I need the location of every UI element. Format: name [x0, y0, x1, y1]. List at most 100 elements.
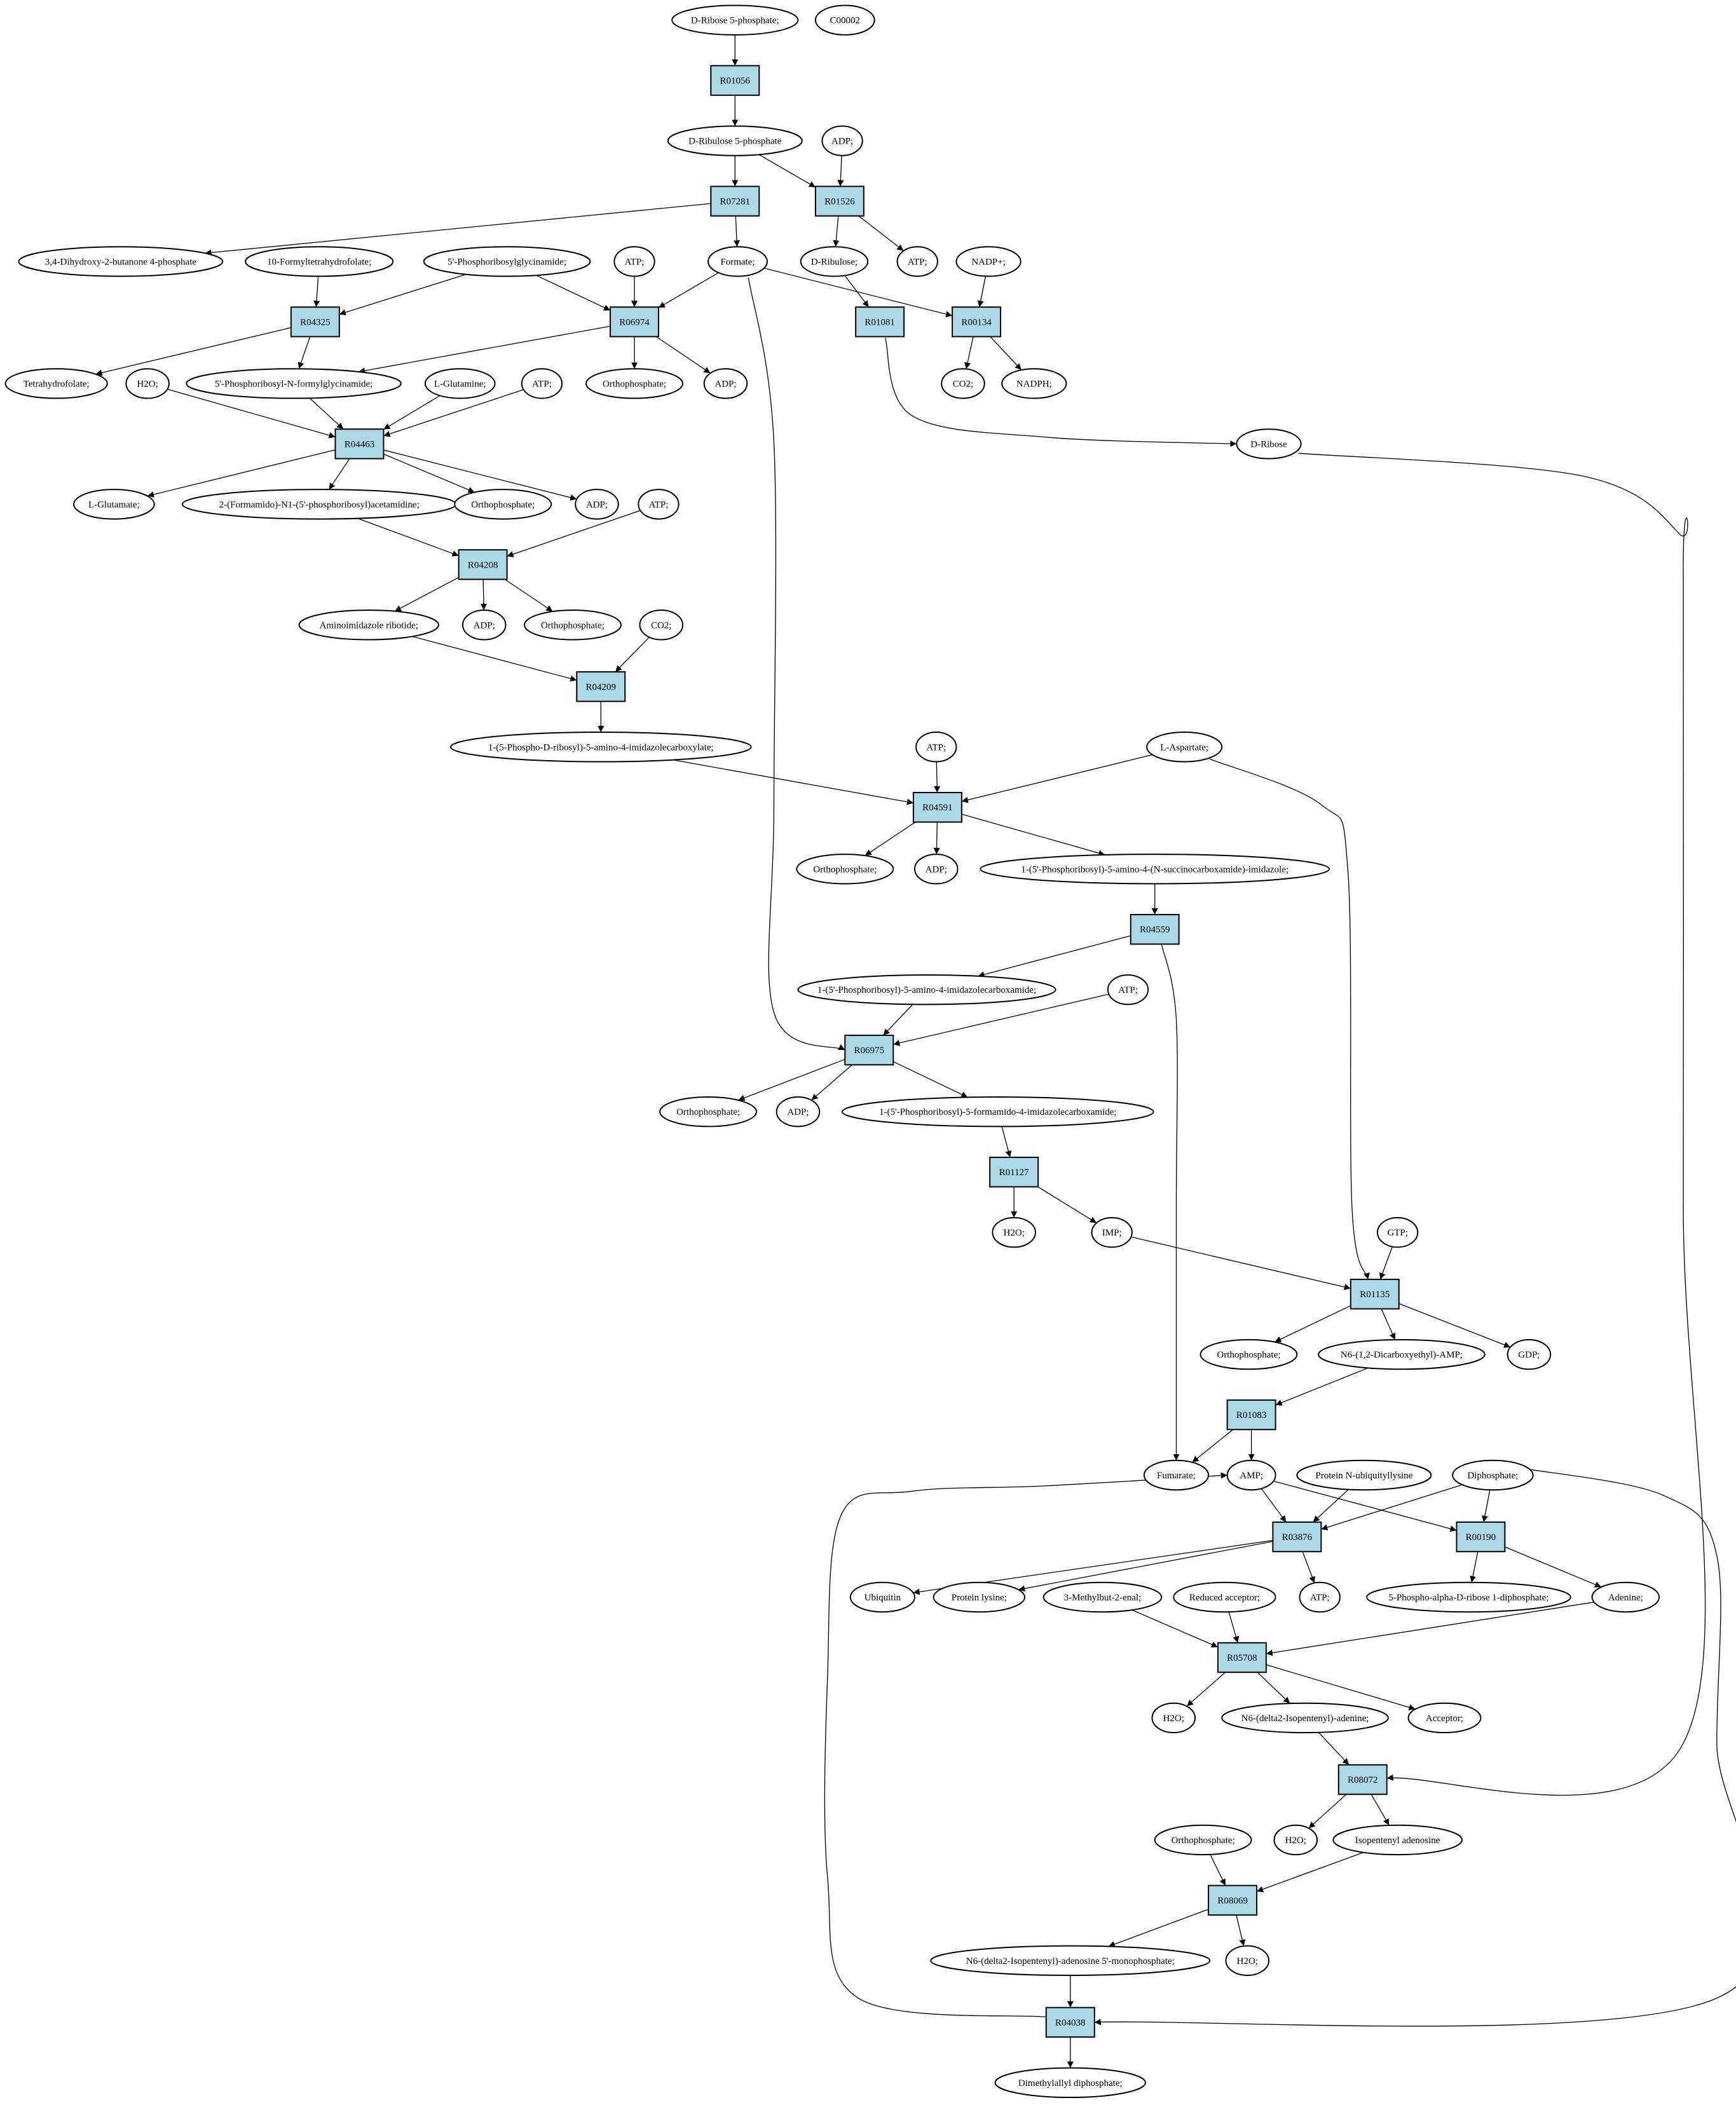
compound-node-atp1[interactable]: ATP;	[613, 246, 655, 277]
compound-node-atp2[interactable]: ATP;	[896, 246, 938, 277]
edge-R08072-to-isoade	[1370, 1794, 1390, 1826]
compound-node-lglu[interactable]: L-Glutamate;	[73, 489, 155, 520]
reaction-node-r01081[interactable]: R01081	[855, 306, 905, 337]
compound-node-acceptor[interactable]: Acceptor;	[1407, 1702, 1482, 1734]
compound-node-dmapp[interactable]: Dimethylallyl diphosphate;	[994, 2067, 1146, 2099]
reaction-node-r00190[interactable]: R00190	[1456, 1521, 1506, 1553]
compound-node-n6amp[interactable]: N6-(1,2-Dicarboxyethyl)-AMP;	[1318, 1339, 1486, 1370]
compound-node-adp5[interactable]: ADP;	[914, 854, 959, 885]
compound-node-prfgly[interactable]: 5'-Phosphoribosyl-N-formylglycinamide;	[186, 368, 402, 399]
compound-node-adp2[interactable]: ADP;	[703, 368, 748, 399]
compound-node-ppi[interactable]: Diphosphate;	[1452, 1459, 1534, 1491]
compound-node-atp4[interactable]: ATP;	[638, 489, 680, 520]
compound-node-h2o4[interactable]: H2O;	[1273, 1824, 1318, 1856]
reaction-node-r01135[interactable]: R01135	[1350, 1278, 1400, 1310]
edge-imp-to-R01135	[1131, 1236, 1351, 1290]
node-label: R05708	[1227, 1653, 1257, 1663]
compound-node-atp3[interactable]: ATP;	[521, 368, 563, 399]
compound-node-dribulose[interactable]: D-Ribulose;	[800, 246, 869, 277]
edge-R04208-to-adp4	[480, 579, 487, 611]
compound-node-gtp[interactable]: GTP;	[1376, 1216, 1419, 1248]
compound-node-pnub[interactable]: Protein N-ubiquityllysine	[1296, 1459, 1432, 1491]
reaction-node-r08069[interactable]: R08069	[1208, 1884, 1258, 1916]
compound-node-dru5p[interactable]: D-Ribulose 5-phosphate	[667, 125, 803, 156]
compound-node-ubiq[interactable]: Ubiquitin	[849, 1581, 916, 1613]
compound-node-prgly[interactable]: 5'-Phosphoribosylglycinamide;	[423, 246, 591, 277]
compound-node-faicar[interactable]: 1-(5'-Phosphoribosyl)-5-formamido-4-imid…	[842, 1096, 1154, 1128]
reaction-node-r01056[interactable]: R01056	[710, 65, 760, 96]
compound-node-redacc[interactable]: Reduced acceptor;	[1173, 1581, 1276, 1613]
compound-node-pi7[interactable]: Orthophosphate;	[1154, 1824, 1252, 1856]
compound-node-cair[interactable]: 1-(5-Phospho-D-ribosyl)-5-amino-4-imidaz…	[449, 732, 752, 763]
compound-node-atp6[interactable]: ATP;	[1107, 974, 1149, 1005]
compound-node-h2o3[interactable]: H2O;	[1151, 1702, 1196, 1734]
reaction-node-r04038[interactable]: R04038	[1045, 2006, 1095, 2038]
reaction-node-r04591[interactable]: R04591	[912, 792, 962, 823]
compound-node-n6amp2[interactable]: N6-(delta2-Isopentenyl)-adenosine 5'-mon…	[930, 1945, 1211, 1977]
reaction-node-r03876[interactable]: R03876	[1272, 1521, 1322, 1553]
compound-node-atp7[interactable]: ATP;	[1299, 1581, 1341, 1613]
compound-node-gdp[interactable]: GDP;	[1507, 1339, 1552, 1370]
reaction-node-r05708[interactable]: R05708	[1217, 1642, 1267, 1673]
reaction-node-r04325[interactable]: R04325	[290, 306, 340, 337]
compound-node-saicar[interactable]: 1-(5'-Phosphoribosyl)-5-amino-4-(N-succi…	[980, 854, 1330, 885]
compound-node-dhb4p[interactable]: 3,4-Dihydroxy-2-butanone 4-phosphate	[18, 246, 224, 277]
compound-node-air[interactable]: Aminoimidazole ribotide;	[298, 610, 439, 641]
compound-node-nadp[interactable]: NADP+;	[955, 246, 1022, 277]
compound-node-isoade[interactable]: Isopentenyl adenosine	[1332, 1824, 1463, 1856]
compound-node-h2o5[interactable]: H2O;	[1225, 1945, 1270, 1977]
compound-node-plys[interactable]: Protein lysine;	[933, 1581, 1026, 1613]
compound-node-aicar[interactable]: 1-(5'-Phosphoribosyl)-5-amino-4-imidazol…	[797, 974, 1056, 1005]
compound-node-pi6[interactable]: Orthophosphate;	[1199, 1339, 1298, 1370]
compound-node-n6ade[interactable]: N6-(delta2-Isopentenyl)-adenine;	[1221, 1702, 1389, 1734]
compound-ellipse	[1225, 1945, 1270, 1977]
reaction-box	[1272, 1521, 1322, 1553]
compound-node-pi4[interactable]: Orthophosphate;	[796, 854, 894, 885]
compound-ellipse	[994, 2067, 1146, 2099]
compound-node-h2o1[interactable]: H2O;	[125, 368, 170, 399]
compound-node-adp1[interactable]: ADP;	[821, 125, 863, 156]
reaction-node-r06975[interactable]: R06975	[844, 1034, 894, 1066]
compound-node-start[interactable]: D-Ribose 5-phosphate;	[671, 4, 799, 36]
compound-node-mbut[interactable]: 3-Methylbut-2-enal;	[1042, 1581, 1163, 1613]
compound-node-adp3[interactable]: ADP;	[575, 489, 619, 520]
reaction-node-r04209[interactable]: R04209	[576, 671, 626, 702]
compound-node-dribose[interactable]: D-Ribose	[1236, 428, 1302, 460]
reaction-node-r04559[interactable]: R04559	[1130, 914, 1180, 945]
compound-node-co2b[interactable]: CO2;	[639, 610, 683, 641]
compound-node-amp[interactable]: AMP;	[1226, 1459, 1276, 1491]
compound-node-thf[interactable]: Tetrahydrofolate;	[4, 368, 108, 399]
compound-node-formate[interactable]: Formate;	[707, 246, 768, 277]
compound-node-fthf[interactable]: 10-Formyltetrahydrofolate;	[245, 246, 394, 277]
reaction-node-r01526[interactable]: R01526	[814, 186, 865, 217]
compound-node-adenine[interactable]: Adenine;	[1591, 1581, 1660, 1613]
reaction-node-r00134[interactable]: R00134	[952, 306, 1002, 337]
compound-node-pi3[interactable]: Orthophosphate;	[524, 610, 622, 641]
reaction-node-r01127[interactable]: R01127	[989, 1156, 1039, 1188]
compound-node-h2o2[interactable]: H2O;	[992, 1216, 1036, 1248]
compound-ellipse	[298, 610, 439, 641]
compound-node-adp6[interactable]: ADP;	[776, 1096, 821, 1128]
reaction-node-r04463[interactable]: R04463	[334, 428, 385, 460]
reaction-node-r06974[interactable]: R06974	[610, 306, 660, 337]
compound-node-adp4[interactable]: ADP;	[461, 610, 507, 641]
compound-node-fumarate[interactable]: Fumarate;	[1143, 1459, 1210, 1491]
compound-node-nadph[interactable]: NADPH;	[1001, 368, 1067, 399]
compound-node-imp[interactable]: IMP;	[1091, 1216, 1133, 1248]
compound-node-pi1[interactable]: Orthophosphate;	[585, 368, 683, 399]
compound-node-pi2[interactable]: Orthophosphate;	[454, 489, 552, 520]
compound-node-fgam[interactable]: 2-(Formamido)-N1-(5'-phosphoribosyl)acet…	[181, 489, 457, 520]
compound-node-lgln[interactable]: L-Glutamine;	[424, 368, 496, 399]
compound-node-lasp[interactable]: L-Aspartate;	[1146, 732, 1223, 763]
node-label: R01127	[999, 1168, 1029, 1178]
compound-node-pi5[interactable]: Orthophosphate;	[659, 1096, 758, 1128]
node-label: L-Glutamine;	[434, 379, 486, 389]
compound-node-prpp[interactable]: 5-Phospho-alpha-D-ribose 1-diphosphate;	[1366, 1581, 1571, 1613]
compound-node-c00002[interactable]: C00002	[814, 4, 875, 36]
reaction-node-r08072[interactable]: R08072	[1337, 1764, 1388, 1795]
reaction-node-r07281[interactable]: R07281	[710, 186, 760, 217]
reaction-node-r04208[interactable]: R04208	[458, 549, 508, 580]
compound-node-atp5[interactable]: ATP;	[915, 732, 957, 763]
reaction-node-r01083[interactable]: R01083	[1226, 1399, 1276, 1431]
compound-node-co2a[interactable]: CO2;	[941, 368, 985, 399]
